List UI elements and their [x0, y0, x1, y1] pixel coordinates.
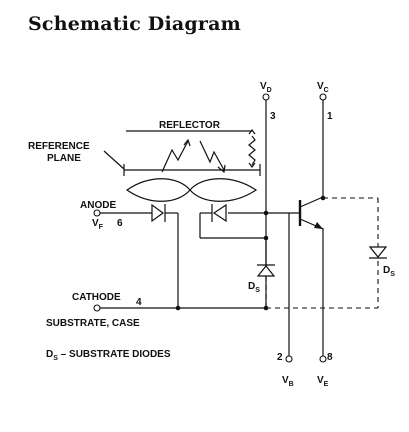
junction-dot: [263, 305, 269, 311]
anode-label: ANODE: [80, 200, 116, 211]
spring-bottom-arrow: [248, 162, 256, 168]
lens-outline: [125, 178, 258, 202]
light-ray-right-arrow: [217, 164, 226, 174]
ve-pin-number: 8: [327, 352, 333, 363]
vb-label: VB: [282, 375, 294, 388]
transistor-collector: [299, 196, 324, 208]
substrate-diode-right: [368, 246, 388, 259]
vf-pin-number: 6: [117, 218, 123, 229]
substrate-diode-left: [256, 264, 276, 308]
led-diode: [151, 203, 166, 223]
vc-pin-number: 1: [327, 111, 333, 122]
vc-label: VC: [317, 81, 329, 94]
led-triangle: [151, 203, 165, 223]
vd-label: VD: [260, 81, 272, 94]
photodiode: [211, 203, 227, 223]
substrate-diodes-legend: DS – SUBSTRATE DIODES: [46, 349, 171, 362]
substrate-wiring: [266, 197, 379, 309]
terminals: [93, 93, 327, 363]
junction-dot: [320, 195, 326, 201]
reference-plane-label-line1: REFERENCE: [28, 141, 90, 152]
vf-label: VF: [92, 218, 104, 231]
vf-terminal: [93, 209, 101, 217]
photodiode-triangle: [212, 203, 227, 223]
ve-label: VE: [317, 375, 329, 388]
vd-terminal: [262, 93, 270, 101]
ds-right-label: DS: [383, 265, 395, 278]
vc-terminal: [319, 93, 327, 101]
reference-plane-leader: [103, 150, 125, 170]
light-ray-right: [199, 140, 225, 171]
cathode-terminal: [93, 304, 101, 312]
vb-pin-number: 2: [277, 352, 283, 363]
reference-plane-label-line2: PLANE: [47, 153, 81, 164]
cathode-pin-number: 4: [136, 297, 142, 308]
ds-left-triangle: [256, 265, 276, 277]
junction-dot: [263, 235, 269, 241]
reflector-label: REFLECTOR: [159, 120, 221, 131]
emitter-arrow: [314, 222, 323, 229]
vd-pin-number: 3: [270, 111, 276, 122]
page-title: Schematic Diagram: [28, 13, 241, 35]
substrate-case-label: SUBSTRATE, CASE: [46, 318, 140, 329]
ds-right-triangle: [368, 246, 388, 258]
junction-dot: [175, 305, 181, 311]
spring-top-arrow: [248, 129, 256, 135]
reflector-assembly: [103, 129, 261, 202]
ds-left-label: DS: [248, 281, 260, 294]
light-ray-left: [161, 140, 189, 173]
ve-terminal: [319, 355, 327, 363]
junction-dot: [263, 210, 269, 216]
vb-terminal: [285, 355, 293, 363]
cathode-label: CATHODE: [72, 292, 121, 303]
junction-dots: [175, 195, 326, 311]
light-ray-left-arrow: [183, 138, 191, 147]
reflector-spring: [248, 135, 256, 166]
